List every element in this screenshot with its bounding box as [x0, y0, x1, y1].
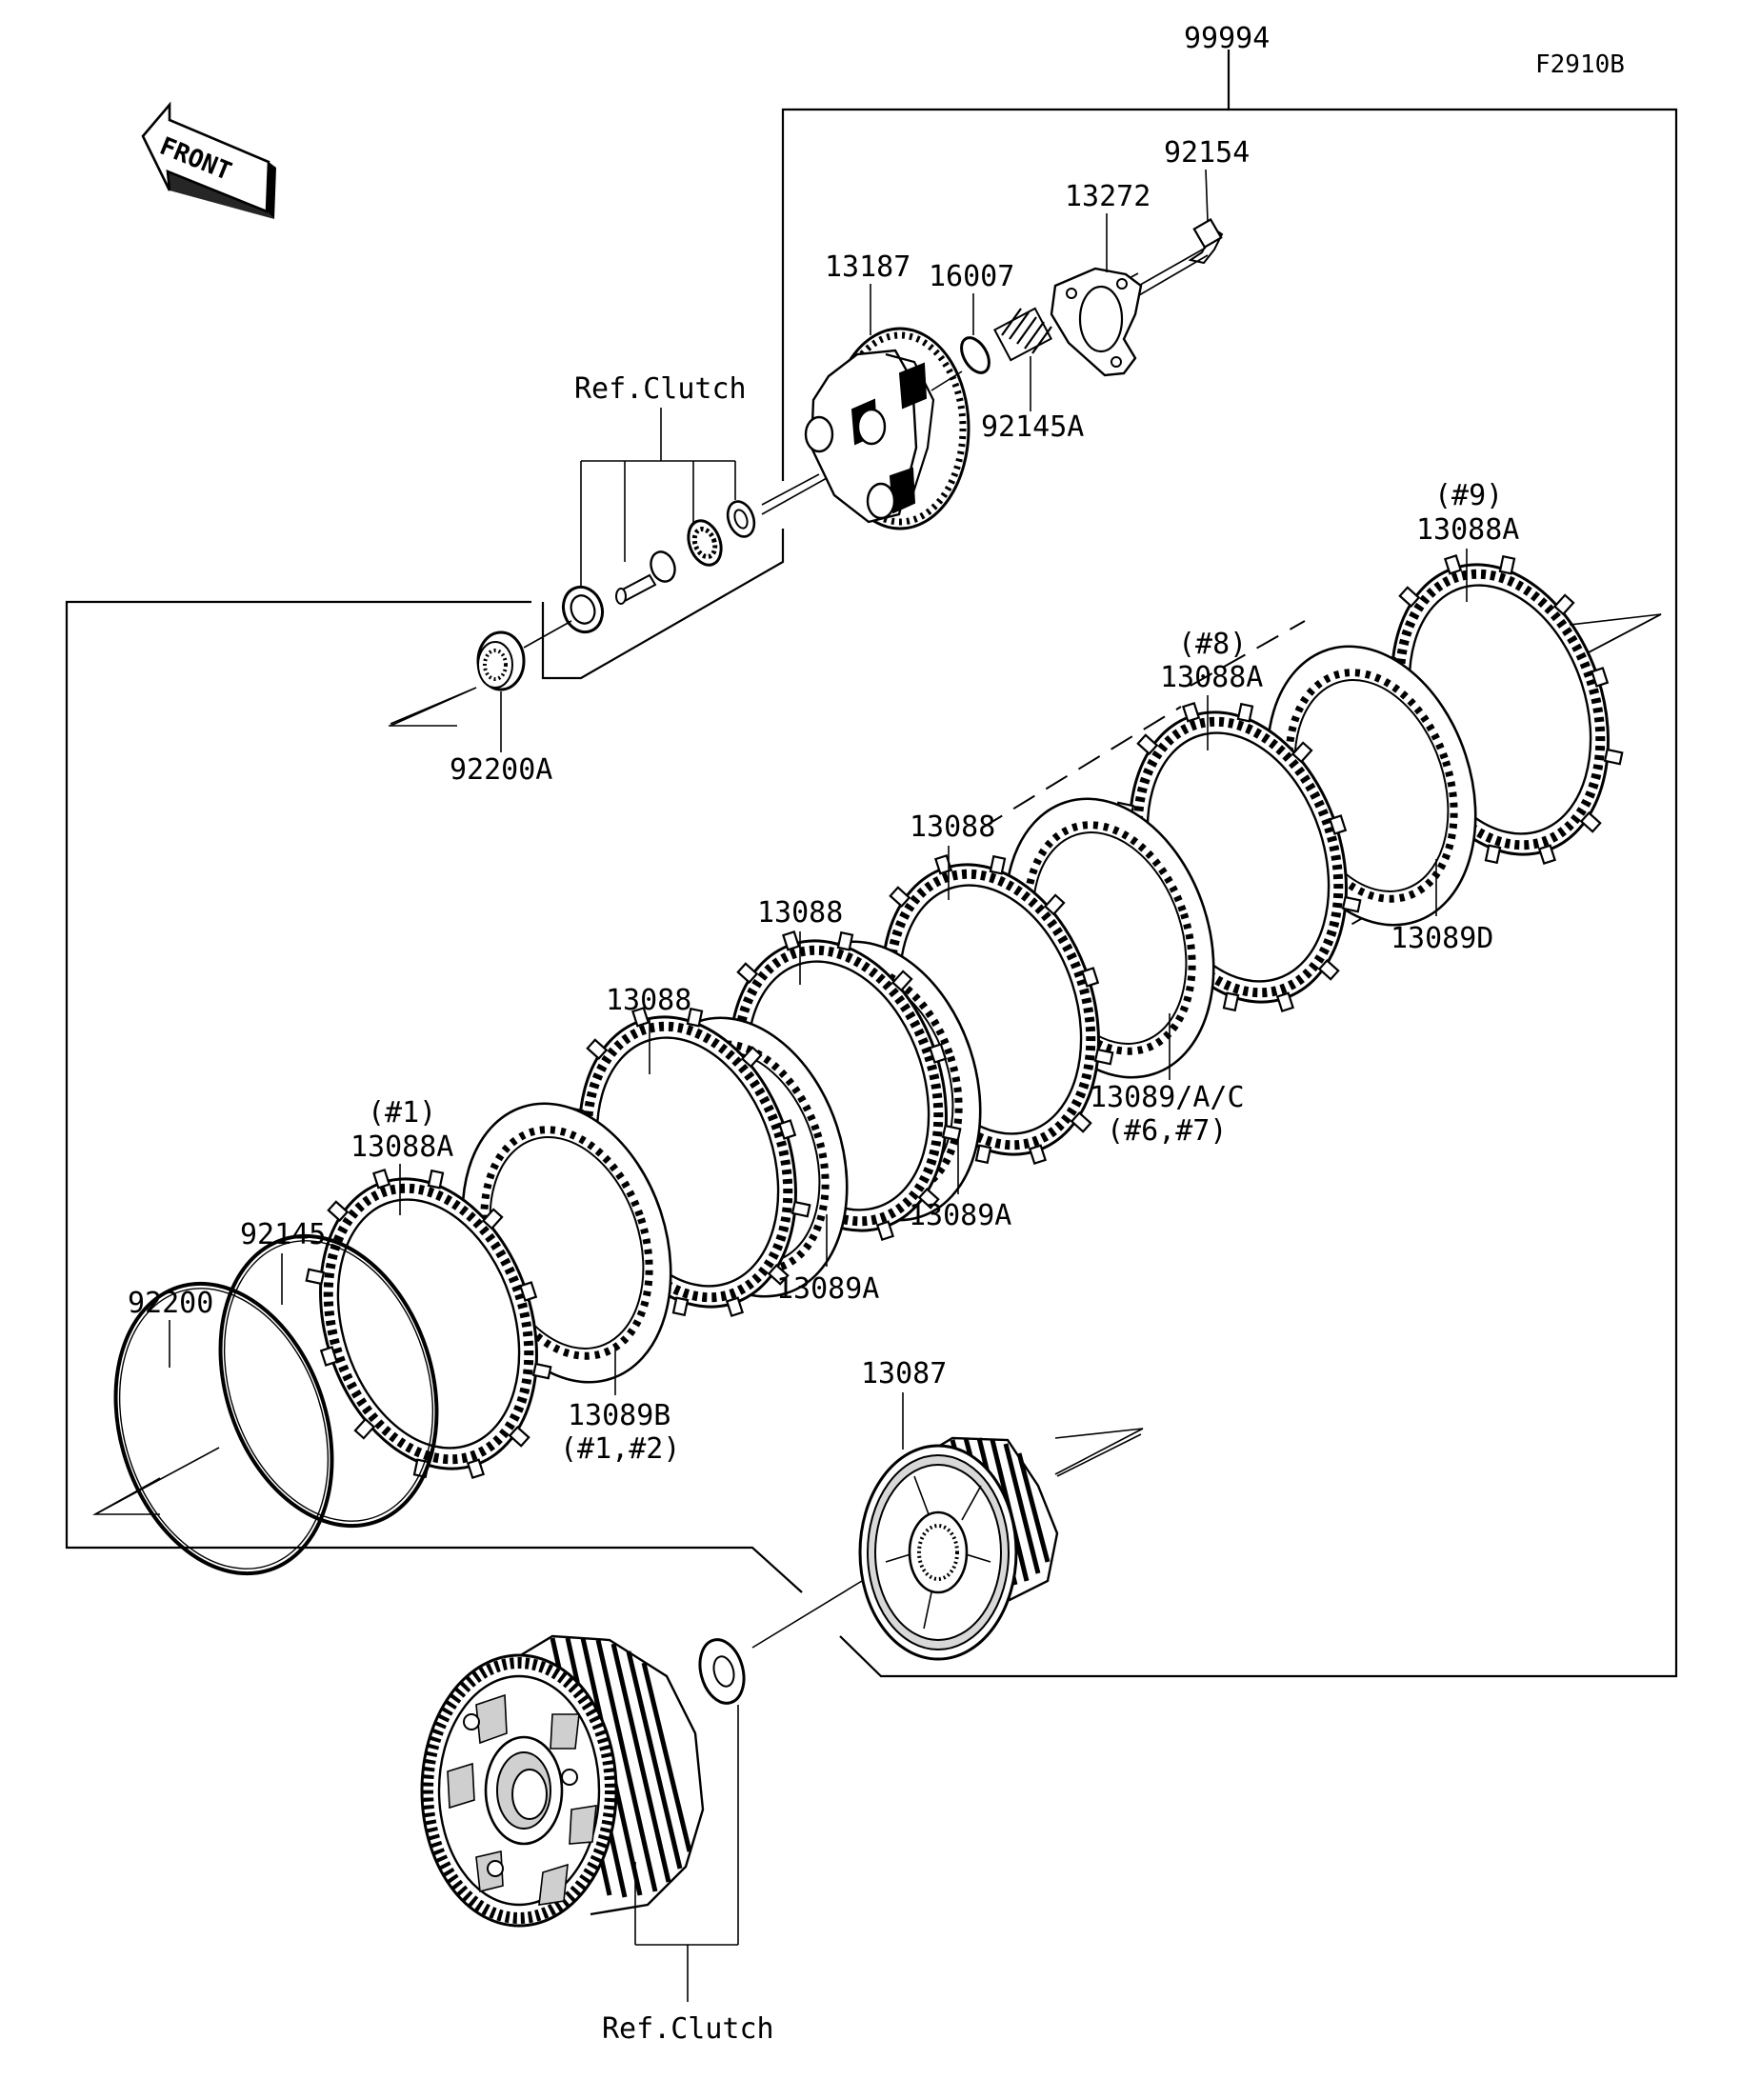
clutch-housing: [420, 1634, 705, 1928]
label-13088A-8: 13088A: [1160, 661, 1263, 694]
ref-clutch-label-top: Ref.Clutch: [574, 372, 747, 406]
note-13089B: (#1,#2): [560, 1432, 680, 1466]
wire-ring-92145: [218, 1233, 439, 1529]
thrust-washer: [698, 1638, 746, 1705]
ref-clutch-bracket-bottom: [634, 1705, 739, 2002]
label-92145: 92145: [240, 1218, 326, 1251]
outline-frames: [65, 50, 1678, 1678]
label-13187: 13187: [825, 250, 911, 284]
label-13088-b: 13088: [757, 896, 843, 930]
wire-ring-92200: [113, 1281, 334, 1576]
label-13089A-b: 13089A: [909, 1199, 1011, 1232]
pressure-plate-13187: [804, 327, 971, 530]
label-13089-A-C: 13089/A/C: [1090, 1081, 1245, 1114]
label-13089D: 13089D: [1391, 922, 1493, 955]
ref-clutch-bearing: [687, 519, 723, 567]
spring-92145A: [993, 307, 1052, 362]
label-13088-a: 13088: [606, 984, 691, 1017]
label-13089B: 13089B: [568, 1399, 670, 1432]
note-13089-A-C: (#6,#7): [1107, 1114, 1227, 1148]
label-92200A: 92200A: [450, 753, 552, 787]
ref-clutch-bracket-top: [580, 408, 736, 590]
label-13088-c: 13088: [910, 810, 995, 844]
label-16007: 16007: [929, 260, 1014, 293]
ref-clutch-pushrod: [615, 550, 676, 605]
bolt-92154: [1090, 217, 1224, 300]
plate-stack: [113, 523, 1654, 1576]
note-13088A-1: (#1): [368, 1096, 436, 1130]
label-92200: 92200: [128, 1287, 213, 1320]
label-13087: 13087: [861, 1357, 947, 1390]
clutch-hub-13087: [858, 1436, 1059, 1661]
figure-code: F2910B: [1535, 50, 1625, 79]
label-13088A-1: 13088A: [350, 1130, 453, 1164]
label-92145A: 92145A: [981, 410, 1084, 444]
label-13089A-a: 13089A: [776, 1272, 879, 1306]
label-13088A-9: 13088A: [1416, 513, 1519, 547]
label-13272: 13272: [1065, 180, 1151, 213]
label-92154: 92154: [1164, 136, 1250, 170]
note-13088A-9: (#9): [1434, 479, 1503, 512]
ref-clutch-needle-bearing: [561, 585, 605, 634]
front-arrow-icon: [141, 101, 276, 219]
spring-seat-92200A: [476, 630, 526, 691]
ref-clutch-washer: [726, 500, 756, 538]
label-99994: 99994: [1184, 22, 1270, 55]
circlip-16007: [960, 336, 991, 374]
ref-clutch-label-bottom: Ref.Clutch: [602, 2012, 774, 2046]
spring-plate-13272: [1050, 267, 1143, 377]
note-13088A-8: (#8): [1178, 628, 1247, 661]
